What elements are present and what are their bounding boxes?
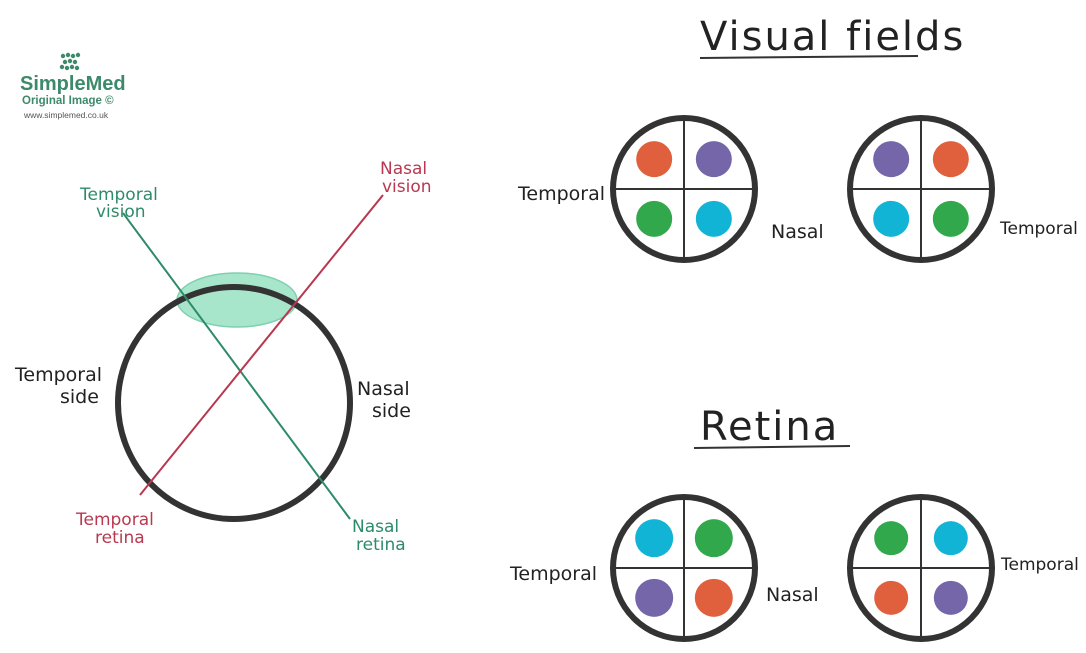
- retina-right-circle: [847, 494, 995, 642]
- lens: [176, 272, 298, 328]
- visual-fields-middle-label: Nasal: [771, 221, 824, 243]
- logo-url: www.simplemed.co.uk: [23, 110, 109, 120]
- retina-left-circle: [610, 494, 758, 642]
- visual-fields-section: Visual fields Temporal Nasal Temporal: [517, 14, 1078, 263]
- retina-section: Retina Temporal Nasal Temporal: [509, 404, 1079, 642]
- retina-title: Retina: [700, 404, 839, 450]
- logo-tagline: Original Image ©: [22, 95, 114, 107]
- nasal-vision-ray: [139, 194, 384, 496]
- quadrant-dot-top-left: [635, 519, 674, 558]
- temporal-retina-label: Temporal retina: [75, 510, 159, 548]
- visual-fields-left-circle: [610, 115, 758, 263]
- visual-fields-right-label: Temporal: [999, 219, 1078, 239]
- quadrant-dot-top-right: [933, 521, 968, 556]
- quadrant-dot-bottom-left: [874, 580, 909, 615]
- visual-fields-left-label: Temporal: [517, 183, 605, 205]
- eyeball-outline: [115, 284, 353, 522]
- nasal-side-label: Nasal side: [357, 378, 416, 422]
- quadrant-dot-top-right: [695, 141, 732, 178]
- retina-right-label: Temporal: [1000, 555, 1079, 575]
- quadrant-dot-top-right: [932, 141, 969, 178]
- quadrant-dot-bottom-right: [933, 580, 968, 615]
- quadrant-dot-top-left: [873, 141, 910, 178]
- visual-fields-right-circle: [847, 115, 995, 263]
- simplemed-logo: SimpleMed Original Image © www.simplemed…: [20, 52, 126, 120]
- quadrant-dot-bottom-right: [694, 578, 733, 617]
- quadrant-dot-bottom-left: [635, 578, 674, 617]
- retina-underline: [693, 445, 851, 449]
- quadrant-dot-top-left: [874, 521, 909, 556]
- quadrant-dot-bottom-left: [636, 200, 673, 237]
- visual-fields-title: Visual fields: [700, 14, 965, 60]
- nasal-retina-label: Nasal retina: [352, 517, 406, 555]
- temporal-vision-label: Temporal vision: [79, 185, 163, 222]
- visual-fields-underline: [699, 55, 919, 59]
- quadrant-dot-top-right: [694, 519, 733, 558]
- dna-icon: [59, 52, 81, 71]
- nasal-vision-label: Nasal vision: [380, 159, 433, 197]
- quadrant-dot-bottom-right: [695, 200, 732, 237]
- temporal-side-label: Temporal side: [14, 364, 108, 408]
- quadrant-dot-top-left: [636, 141, 673, 178]
- logo-name: SimpleMed: [20, 73, 126, 95]
- retina-middle-label: Nasal: [766, 584, 819, 606]
- temporal-vision-ray: [122, 212, 351, 520]
- quadrant-dot-bottom-left: [873, 200, 910, 237]
- retina-left-label: Temporal: [509, 563, 597, 585]
- quadrant-dot-bottom-right: [932, 200, 969, 237]
- eye-diagram: Temporal vision Nasal vision Temporal si…: [14, 159, 433, 555]
